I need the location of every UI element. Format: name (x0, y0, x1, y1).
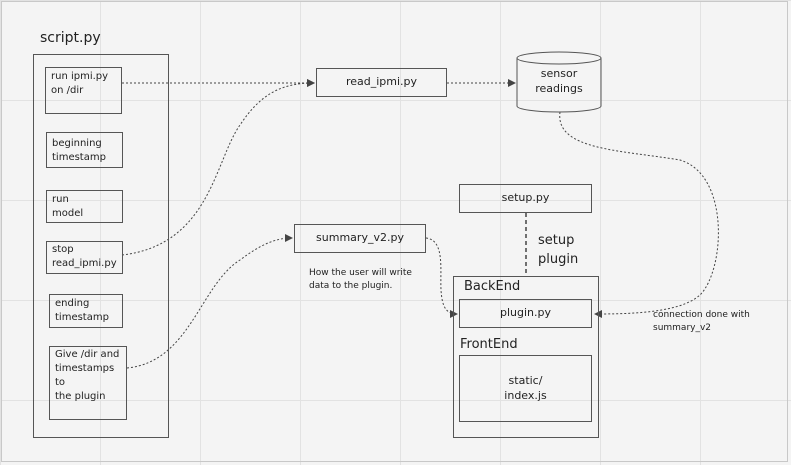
script-container (33, 54, 169, 438)
read-ipmi-box: read_ipmi.py (316, 68, 447, 97)
step-stop-read-ipmi-label: stop read_ipmi.py (52, 244, 117, 269)
frontend-label: FrontEnd (460, 337, 518, 352)
plugin-label: plugin.py (499, 306, 551, 319)
plugin-box: plugin.py (459, 299, 592, 328)
sensor-readings-label: sensor readings (535, 67, 583, 95)
backend-label: BackEnd (464, 279, 521, 294)
connection-note: connection done with summary_v2 (653, 310, 750, 333)
step-beginning-timestamp: beginning timestamp (46, 132, 123, 168)
step-ending-timestamp: ending timestamp (49, 294, 123, 328)
sensor-cylinder-shape (516, 51, 602, 113)
step-beginning-timestamp-label: beginning timestamp (52, 138, 106, 163)
script-title: script.py (40, 30, 101, 46)
step-run-ipmi-label: run ipmi.py on /dir (51, 71, 109, 96)
summary-label: summary_v2.py (316, 231, 404, 244)
step-ending-timestamp-label: ending timestamp (55, 298, 109, 323)
summary-box: summary_v2.py (294, 224, 426, 253)
static-box: static/ index.js (459, 355, 592, 422)
summary-note: How the user will write data to the plug… (309, 268, 412, 291)
connector-sensor-to-plugin (559, 111, 719, 318)
read-ipmi-label: read_ipmi.py (345, 75, 418, 88)
step-give-dir: Give /dir and timestamps to the plugin (49, 346, 127, 420)
step-give-dir-label: Give /dir and timestamps to the plugin (55, 349, 120, 402)
setup-box: setup.py (459, 184, 592, 213)
step-run-model-label: run model (52, 194, 84, 219)
step-run-ipmi: run ipmi.py on /dir (45, 67, 122, 114)
connector-stop-to-read-ipmi (121, 79, 315, 256)
plugin-container (453, 276, 599, 438)
static-label: static/ index.js (504, 374, 547, 402)
connector-give-dir-to-summary (126, 234, 293, 369)
connector-summary-to-plugin (425, 237, 458, 318)
step-run-model: run model (46, 190, 123, 223)
setup-label: setup.py (501, 191, 550, 204)
setup-plugin-label: setup plugin (538, 233, 579, 267)
step-stop-read-ipmi: stop read_ipmi.py (46, 241, 123, 274)
